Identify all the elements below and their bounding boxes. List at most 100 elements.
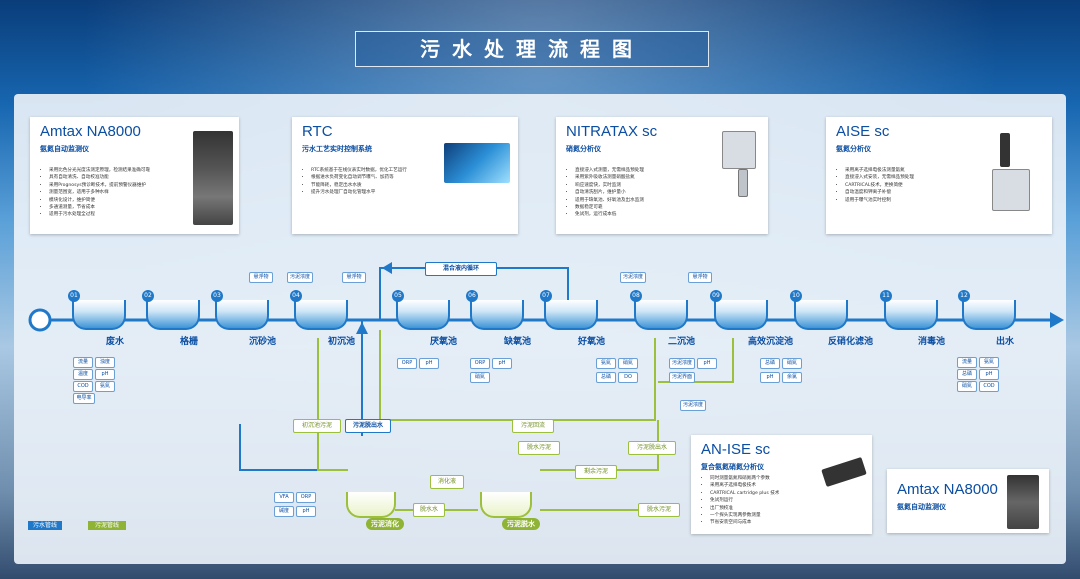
tag-top-ss: 悬浮物 xyxy=(249,272,273,283)
tag-top-sludge-conc: 污泥浓度 xyxy=(287,272,313,283)
legend-sludge: 污泥管线 xyxy=(95,522,120,529)
digester-tank xyxy=(346,492,396,518)
tag-alkalinity: 碱度 xyxy=(274,506,294,517)
card-bullet: 直接浸入式测量，无需样品预处理 xyxy=(575,167,644,174)
card-bullet: 具有自动清洗、自动校准功能 xyxy=(49,174,150,181)
stage-number: 11 xyxy=(880,290,892,302)
tag-nitrate: 硝氮 xyxy=(782,358,802,369)
stage-tank xyxy=(794,300,848,330)
excess-sludge-label: 剩余污泥 xyxy=(575,465,617,479)
tag-cod: COD xyxy=(73,381,93,392)
card-bullet: 采用离子选择电极技术 xyxy=(710,482,779,489)
dewater-label: 污泥脱水 xyxy=(502,518,540,530)
tag-ammonia: 氨氮 xyxy=(979,357,999,368)
stage-number: 10 xyxy=(790,290,802,302)
tag-tp: 总磷 xyxy=(760,358,780,369)
stage-number: 01 xyxy=(68,290,80,302)
stage-tank xyxy=(714,300,768,330)
stage-tank xyxy=(544,300,598,330)
primary-sludge-label: 初沉池污泥 xyxy=(293,419,341,433)
legend-water: 污水管线 xyxy=(33,522,58,529)
stage-number: 06 xyxy=(466,290,478,302)
card-anise: AN-ISE sc 复合氨氮硝氮分析仪 同时测量氨氮和硝氮两个参数采用离子选择电… xyxy=(691,435,872,534)
tag-orp: ORP xyxy=(296,492,316,503)
card-bullets: 采用离子选择电极法测量氨氮直接浸入式安装，无需样品预处理CARTRICAL技术，… xyxy=(836,167,914,204)
stage-label: 高效沉淀池 xyxy=(748,337,794,347)
reject-water-line xyxy=(239,424,345,471)
card-bullets: RTC系统基于在线仪表实时数据，优化工艺运行根据进水负荷变化自动调节曝气、加药等… xyxy=(302,167,407,197)
controller-unit-icon xyxy=(992,169,1030,211)
controller-unit-icon xyxy=(722,131,756,169)
stage-tank xyxy=(72,300,126,330)
card-bullet: 采用比色分光光度法测定原理，检测结果准确可靠 xyxy=(49,167,150,174)
stage-label: 好氧池 xyxy=(578,337,606,347)
tag-ph: pH xyxy=(492,358,512,369)
tag-turbidity: 浊度 xyxy=(95,357,115,368)
card-bullet: 测量范围宽，适用于多种水样 xyxy=(49,189,150,196)
tag-ph: pH xyxy=(760,372,780,383)
stage-label: 格栅 xyxy=(180,337,199,347)
card-bullet: RTC系统基于在线仪表实时数据，优化工艺运行 xyxy=(311,167,407,174)
card-bullet: 出厂预校准 xyxy=(710,505,779,512)
card-bullet: 直接浸入式安装，无需样品预处理 xyxy=(845,174,914,181)
card-title: AISE sc xyxy=(836,123,890,140)
card-bullet: 采用紫外吸收法测量硝酸盐氮 xyxy=(575,174,644,181)
card-bullet: 提升污水处理厂自动化管理水平 xyxy=(311,189,407,196)
digest-feed-line xyxy=(317,420,348,471)
analyzer-cabinet-icon xyxy=(193,131,233,225)
tag-ph: pH xyxy=(296,506,316,517)
tag-nitrate: 硝氮 xyxy=(957,381,977,392)
tag-nitrate: 硝氮 xyxy=(618,358,638,369)
card-title: Amtax NA8000 xyxy=(40,123,141,140)
tag-flow: 流量 xyxy=(957,357,977,368)
card-bullet: 响应速度快，实时监测 xyxy=(575,182,644,189)
dewater-water-label: 脱水水 xyxy=(413,503,445,517)
stage-tank xyxy=(215,300,269,330)
card-bullet: 适用于缺氧池、好氧池及出水监测 xyxy=(575,197,644,204)
stage-label: 缺氧池 xyxy=(504,337,532,347)
stage-label: 二沉池 xyxy=(668,337,696,347)
page-title: 污水处理流程图 xyxy=(355,31,709,67)
stage-label: 废水 xyxy=(106,337,125,347)
tag-orp: ORP xyxy=(470,358,490,369)
stage-tank xyxy=(396,300,450,330)
card-bullets: 采用比色分光光度法测定原理，检测结果准确可靠具有自动清洗、自动校准功能采用Pro… xyxy=(40,167,150,219)
stage-number: 05 xyxy=(392,290,404,302)
stage-label: 沉砂池 xyxy=(249,337,277,347)
card-title: AN-ISE sc xyxy=(701,441,771,458)
stage-tank xyxy=(470,300,524,330)
card-bullet: 适用于曝气池实时控制 xyxy=(845,197,914,204)
stage-label: 厌氧池 xyxy=(430,337,458,347)
tag-top-ss: 悬浮物 xyxy=(342,272,366,283)
dry-sludge-label: 脱水污泥 xyxy=(518,441,560,455)
card-amtax-2: Amtax NA8000 氨氮自动监测仪 xyxy=(887,469,1049,533)
inlet-pump-icon xyxy=(28,308,52,332)
tag-ph: pH xyxy=(419,358,439,369)
dewatered-label: 脱水污泥 xyxy=(638,503,680,517)
return-sludge-label: 污泥回流 xyxy=(512,419,554,433)
card-bullet: 多通道测量，节省成本 xyxy=(49,204,150,211)
tag-cod: COD xyxy=(979,381,999,392)
tag-ph: pH xyxy=(697,358,717,369)
stage-number: 04 xyxy=(290,290,302,302)
internal-recycle-label: 混合液内循环 xyxy=(425,262,497,276)
card-bullet: 数据稳定可靠 xyxy=(575,204,644,211)
card-subtitle: 复合氨氮硝氮分析仪 xyxy=(701,463,764,471)
stage-number: 09 xyxy=(710,290,722,302)
card-bullet: 根据进水负荷变化自动调节曝气、加药等 xyxy=(311,174,407,181)
card-bullet: 适用于污水处理全过程 xyxy=(49,211,150,218)
tag-conductivity: 电导率 xyxy=(73,393,95,404)
stage-number: 03 xyxy=(211,290,223,302)
stage-number: 08 xyxy=(630,290,642,302)
tag-sludge-blanket: 污泥界面 xyxy=(669,372,695,383)
tag-temp: 温度 xyxy=(73,369,93,380)
card-bullet: 节省安装空间与成本 xyxy=(710,519,779,526)
tag-do: DO xyxy=(618,372,638,383)
card-subtitle: 硝氮分析仪 xyxy=(566,145,601,153)
card-bullet: 同时测量氨氮和硝氮两个参数 xyxy=(710,475,779,482)
card-bullets: 直接浸入式测量，无需样品预处理采用紫外吸收法测量硝酸盐氮响应速度快，实时监测自动… xyxy=(566,167,644,219)
tag-orp: ORP xyxy=(397,358,417,369)
card-subtitle: 氨氮自动监测仪 xyxy=(40,145,89,153)
tag-top-sludge-conc: 污泥浓度 xyxy=(680,400,706,411)
